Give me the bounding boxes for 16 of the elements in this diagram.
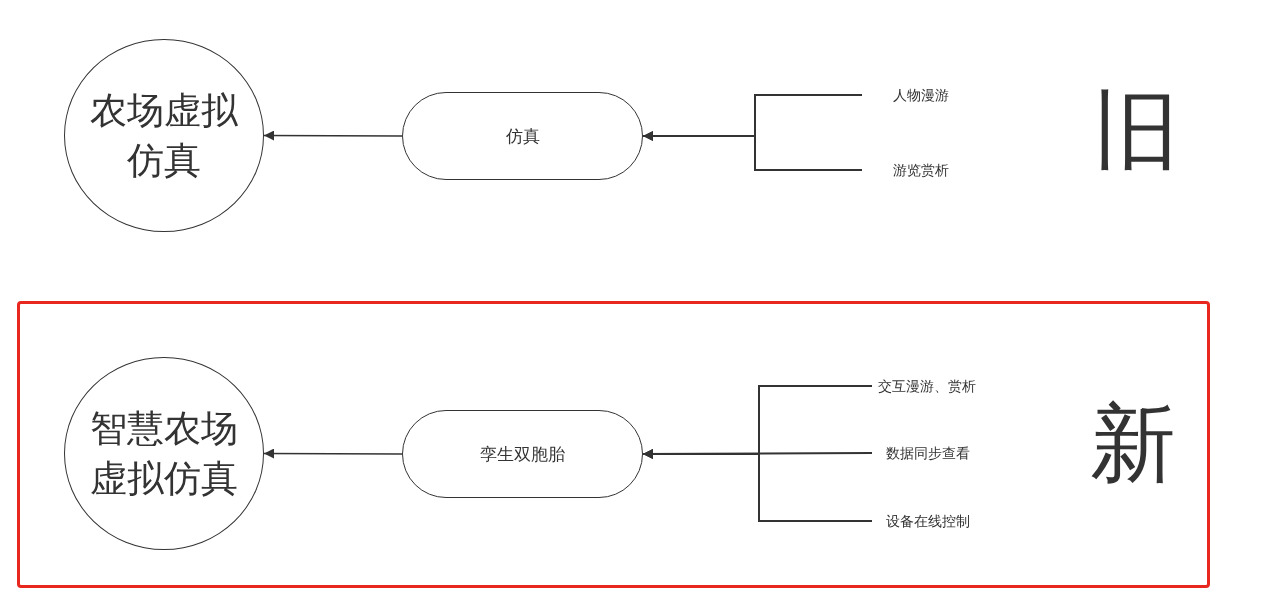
branch-label: 人物漫游 <box>862 85 949 105</box>
highlight-frame <box>17 301 1210 588</box>
version-label: 旧 <box>1093 85 1179 175</box>
version-label: 新 <box>1090 398 1176 488</box>
rounded-box: 孪生双胞胎 <box>402 410 643 498</box>
branch-label: 设备在线控制 <box>872 511 970 531</box>
arrow <box>642 449 873 522</box>
circle-node: 农场虚拟仿真 <box>64 39 264 232</box>
arrow <box>642 131 863 171</box>
circle-node: 智慧农场虚拟仿真 <box>64 357 264 550</box>
arrow <box>263 448 403 459</box>
branch-label: 游览赏析 <box>862 160 949 180</box>
branch-label: 数据同步查看 <box>872 443 970 463</box>
rounded-box: 仿真 <box>402 92 643 180</box>
arrow <box>263 130 403 141</box>
branch-label: 交互漫游、赏析 <box>872 376 976 396</box>
